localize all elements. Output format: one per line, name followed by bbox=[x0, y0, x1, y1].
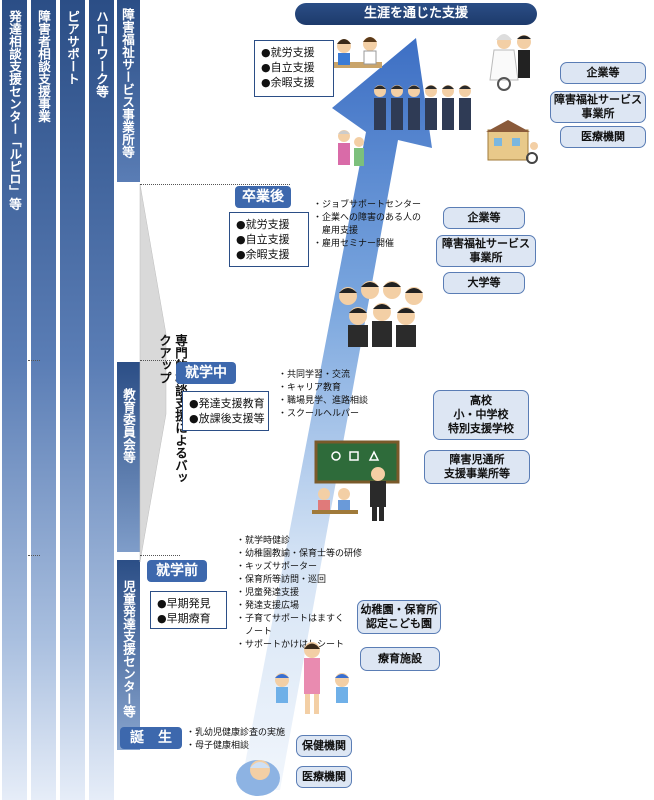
wedding-couple-icon bbox=[489, 34, 531, 91]
note-line: ・子育てサポートはますく bbox=[236, 614, 345, 624]
birth-notes: ・乳幼児健康診査の実施 ・母子健康相談 bbox=[186, 727, 285, 753]
support-item: ●就労支援 bbox=[261, 46, 315, 59]
family-icon bbox=[338, 130, 364, 166]
note-line: ・企業への障害のある人の bbox=[313, 213, 422, 223]
segment-education: 教育委員会等 bbox=[117, 362, 140, 552]
support-item: ●就労支援 bbox=[236, 218, 290, 231]
segment-label: 教育委員会等 bbox=[121, 388, 136, 463]
org-box: 障害福祉サービス 事業所 bbox=[550, 91, 646, 123]
phase-label-after-graduation: 卒業後 bbox=[235, 186, 291, 208]
note-line: ノート bbox=[236, 627, 273, 637]
org-box: 保健機関 bbox=[296, 735, 352, 757]
separator bbox=[28, 555, 40, 556]
lifetime-arrow bbox=[240, 38, 432, 790]
backup-wedge bbox=[139, 184, 167, 563]
support-item: ●早期療育 bbox=[157, 612, 211, 625]
separator bbox=[140, 184, 290, 185]
column-shogaisha-soudan: 障害者相談支援事業 bbox=[31, 0, 56, 800]
separator bbox=[28, 360, 40, 361]
org-box: 大学等 bbox=[443, 272, 525, 294]
support-item: ●発達支援教育 bbox=[189, 397, 265, 410]
support-item: ●放課後支援等 bbox=[189, 412, 265, 425]
after-graduation-support-box: ●就労支援 ●自立支援 ●余暇支援 bbox=[229, 212, 309, 267]
note-line: ・ジョブサポートセンター bbox=[313, 200, 422, 210]
counseling-icon bbox=[334, 37, 382, 68]
org-box: 幼稚園・保育所 認定こども園 bbox=[357, 600, 441, 634]
column-label: ハローワーク等 bbox=[94, 10, 109, 98]
org-box: 企業等 bbox=[560, 62, 646, 84]
adult-support-box: ●就労支援 ●自立支援 ●余暇支援 bbox=[254, 40, 334, 97]
phase-label-preschool: 就学前 bbox=[147, 560, 207, 582]
note-line: ・乳幼児健康診査の実施 bbox=[186, 728, 286, 738]
org-box: 医療機関 bbox=[296, 766, 352, 788]
column-label: 発達相談支援センター「ルピロ」等 bbox=[7, 10, 22, 210]
column-peer-support: ピアサポート bbox=[60, 0, 85, 800]
classroom-icon bbox=[312, 440, 400, 521]
support-item: ●余暇支援 bbox=[236, 248, 290, 261]
org-box: 障害児通所 支援事業所等 bbox=[424, 450, 530, 484]
column-hattatsu-soudan: 発達相談支援センター「ルピロ」等 bbox=[2, 0, 27, 800]
support-item: ●早期発見 bbox=[157, 597, 211, 610]
org-box: 障害福祉サービス 事業所 bbox=[436, 235, 536, 267]
note-line: ・職場見学、進路相談 bbox=[278, 396, 369, 406]
page-title: 生涯を通じた支援 bbox=[295, 3, 537, 25]
org-box: 医療機関 bbox=[560, 126, 646, 148]
note-line: ・母子健康相談 bbox=[186, 741, 250, 751]
graduates-icon bbox=[339, 281, 423, 347]
segment-child-center: 児童発達支援センター等 bbox=[117, 560, 140, 750]
in-school-support-box: ●発達支援教育 ●放課後支援等 bbox=[182, 391, 269, 431]
phase-label-birth: 誕 生 bbox=[120, 727, 182, 749]
note-line: ・雇用セミナー開催 bbox=[313, 239, 395, 249]
column-hello-work: ハローワーク等 bbox=[89, 0, 114, 800]
column-fukushi-service: 障害福祉サービス事業所等 bbox=[117, 0, 140, 182]
preschool-support-box: ●早期発見 ●早期療育 bbox=[150, 591, 227, 629]
note-line: ・保育所等訪問・巡回 bbox=[236, 575, 327, 585]
column-label: 障害福祉サービス事業所等 bbox=[120, 8, 135, 158]
separator bbox=[140, 555, 180, 556]
org-box: 企業等 bbox=[443, 207, 525, 229]
mother-children-icon bbox=[275, 642, 349, 714]
in-school-notes: ・共同学習・交流 ・キャリア教育 ・職場見学、進路相談 ・スクールヘルパー bbox=[278, 369, 368, 421]
preschool-notes: ・就学時健診 ・幼稚園教諭・保育士等の研修 ・キッズサポーター ・保育所等訪問・… bbox=[236, 535, 362, 652]
support-item: ●余暇支援 bbox=[261, 76, 315, 89]
note-line: ・サポートかけはしシート bbox=[236, 640, 345, 650]
workers-group-icon bbox=[374, 85, 471, 130]
support-item: ●自立支援 bbox=[236, 233, 290, 246]
column-label: ピアサポート bbox=[65, 10, 80, 85]
support-item: ●自立支援 bbox=[261, 61, 315, 74]
phase-label-in-school: 就学中 bbox=[176, 362, 236, 384]
note-line: ・児童発達支援 bbox=[236, 588, 300, 598]
backup-label: 専門的相談支援によるバックアップ bbox=[157, 334, 188, 484]
note-line: ・キッズサポーター bbox=[236, 562, 318, 572]
note-line: ・スクールヘルパー bbox=[278, 409, 360, 419]
note-line: ・就学時健診 bbox=[236, 536, 291, 546]
column-label: 障害者相談支援事業 bbox=[36, 10, 51, 123]
note-line: ・共同学習・交流 bbox=[278, 370, 351, 380]
note-line: ・発達支援広場 bbox=[236, 601, 300, 611]
note-line: ・キャリア教育 bbox=[278, 383, 342, 393]
org-box: 療育施設 bbox=[360, 647, 440, 671]
baby-icon bbox=[236, 760, 280, 796]
note-line: 雇用支援 bbox=[313, 226, 359, 236]
after-graduation-notes: ・ジョブサポートセンター ・企業への障害のある人の 雇用支援 ・雇用セミナー開催 bbox=[313, 199, 421, 251]
org-box: 高校 小・中学校 特別支援学校 bbox=[433, 390, 529, 440]
segment-label: 児童発達支援センター等 bbox=[121, 580, 136, 718]
note-line: ・幼稚園教諭・保育士等の研修 bbox=[236, 549, 363, 559]
house-care-icon bbox=[486, 120, 538, 164]
separator bbox=[140, 360, 180, 361]
